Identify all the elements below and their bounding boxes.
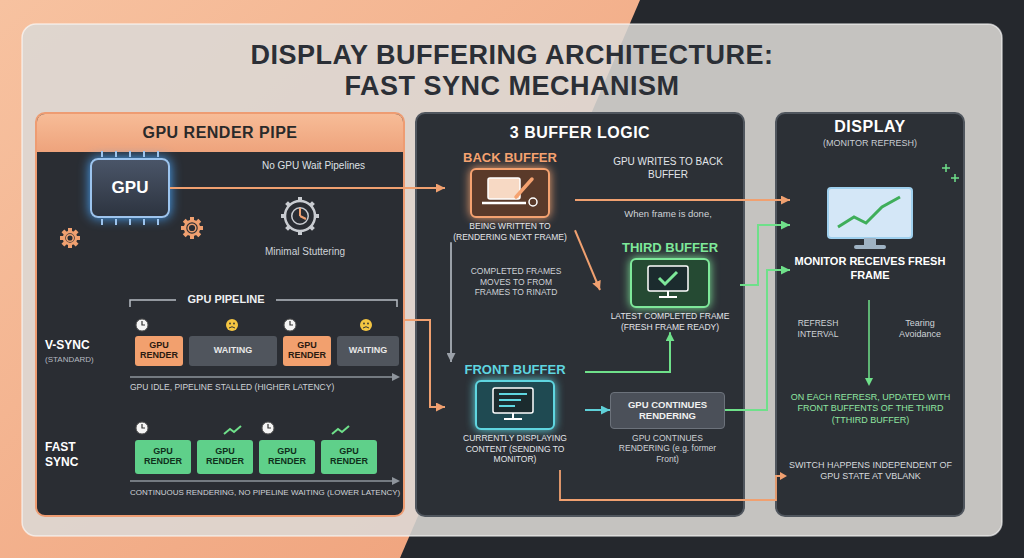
render-block: GPU RENDER bbox=[283, 336, 331, 366]
buffer-icon bbox=[477, 382, 549, 424]
waiting-block: WAITING bbox=[337, 336, 399, 366]
node-label: WAITING bbox=[214, 346, 253, 356]
waiting-block: WAITING bbox=[189, 336, 277, 366]
render-block: GPU RENDER bbox=[321, 440, 377, 474]
annotation-label: V-SYNC bbox=[45, 338, 125, 353]
process-box: GPU CONTINUES RENDERING GPU CONTINUES REN… bbox=[610, 392, 725, 465]
monitor-icon bbox=[820, 185, 920, 251]
annotation-label: GPU PIPELINE bbox=[180, 293, 272, 307]
node-heading: BACK BUFFER bbox=[452, 150, 568, 165]
annotation-label: (STANDARD) bbox=[45, 355, 125, 365]
node-label: GPU RENDER PIPE bbox=[142, 124, 297, 142]
node-label: GPU RENDER bbox=[323, 447, 375, 467]
annotation-label: GPU IDLE, PIPELINE STALLED (HIGHER LATEN… bbox=[130, 382, 402, 393]
annotation-label: When frame is done, bbox=[598, 208, 738, 220]
node-heading: DISPLAY bbox=[834, 118, 905, 136]
render-block: GPU RENDER bbox=[135, 336, 183, 366]
flow-arrow bbox=[585, 409, 610, 411]
node-label: GPU RENDER bbox=[261, 447, 313, 467]
flow-arrow bbox=[725, 270, 790, 410]
gear-icon bbox=[60, 228, 80, 248]
buffer-frame bbox=[630, 258, 710, 308]
flow-arrow bbox=[575, 230, 600, 290]
annotation-label: REFRESH INTERVAL bbox=[786, 318, 850, 339]
annotation-label: Tearing Avoidance bbox=[884, 318, 956, 341]
front-buffer: FRONT BUFFER CURRENTLY DISPLAYING CONTENT… bbox=[445, 362, 585, 465]
flow-arrow bbox=[575, 199, 790, 201]
annotation-label: ON EACH REFRESR, UPDATED WITH FRONT BUFF… bbox=[783, 392, 958, 426]
display-panel: DISPLAY (MONITOR REFRESH) MONITOR RECEIVES… bbox=[775, 112, 965, 517]
node-label: MONITOR RECEIVES FRESH FRAME bbox=[790, 255, 950, 283]
diagram-title: DISPLAY BUFFERING ARCHITECTURE: FAST SYN… bbox=[232, 40, 792, 102]
node-body: LATEST COMPLETED FRAME (FRESH FRAME READ… bbox=[607, 311, 733, 332]
node-label: GPU bbox=[112, 178, 149, 198]
buffer-icon bbox=[820, 185, 920, 251]
node-label: WAITING bbox=[349, 346, 388, 356]
node-body: (MONITOR REFRESH) bbox=[823, 138, 917, 148]
third-buffer: THIRD BUFFER LATEST COMPLETED FRAME (FRES… bbox=[600, 240, 740, 332]
render-block: GPU RENDER bbox=[197, 440, 253, 474]
render-block: GPU RENDER bbox=[135, 440, 191, 474]
gear-icon bbox=[181, 217, 203, 239]
node-label: GPU RENDER bbox=[137, 341, 181, 361]
annotation-label: CONTINUOUS RENDERING, NO PIPELINE WAITIN… bbox=[130, 488, 402, 498]
node-label: 3 BUFFER LOGIC bbox=[510, 124, 650, 142]
buffer-icon bbox=[632, 260, 704, 302]
annotation-label: FAST SYNC bbox=[45, 440, 95, 470]
flow-arrow bbox=[740, 225, 790, 285]
buffer-panel: 3 BUFFER LOGIC BACK BUFFER BEING WRITTEN T… bbox=[415, 112, 745, 517]
annotation-label: No GPU Wait Pipelines bbox=[262, 160, 397, 173]
pipeline-panel: GPU RENDER PIPE GPU GPU RENDER WAITING GPU R… bbox=[35, 112, 405, 517]
decorations bbox=[60, 151, 959, 500]
buffer-icon bbox=[472, 170, 544, 212]
outer-frame bbox=[22, 24, 1002, 536]
gpu-chip: GPU bbox=[90, 158, 170, 218]
gear-icon bbox=[281, 197, 319, 235]
node-heading: FRONT BUFFER bbox=[452, 362, 578, 377]
node-label: GPU RENDER bbox=[199, 447, 251, 467]
annotation-label: Minimal Stuttering bbox=[265, 246, 385, 259]
annotation-label: COMPLETED FRAMES MOVES TO FROM FRAMES TO… bbox=[462, 266, 570, 298]
buffer-frame bbox=[470, 168, 550, 218]
flow-arrow bbox=[405, 320, 445, 407]
flow-arrow bbox=[585, 332, 670, 372]
monitor-node: MONITOR RECEIVES FRESH FRAME bbox=[790, 185, 950, 283]
annotation-label: SWITCH HAPPENS INDEPENDENT OF GPU STATE … bbox=[788, 460, 953, 483]
node-heading: THIRD BUFFER bbox=[607, 240, 733, 255]
node-body: GPU CONTINUES RENDERING (e.g. former Fro… bbox=[610, 433, 725, 465]
flow-arrow bbox=[170, 187, 445, 189]
buffer-frame bbox=[475, 380, 555, 430]
flow-arrow bbox=[450, 242, 452, 362]
node-label: GPU RENDER bbox=[285, 341, 329, 361]
back-buffer: BACK BUFFER BEING WRITTEN TO (RENDERING N… bbox=[445, 150, 575, 242]
annotation-label: GPU WRITES TO BACK BUFFER bbox=[598, 156, 738, 181]
node-body: BEING WRITTEN TO (RENDERING NEXT FRAME) bbox=[452, 221, 568, 242]
node-body: CURRENTLY DISPLAYING CONTENT (SENDING TO… bbox=[452, 433, 578, 465]
node-heading: GPU CONTINUES RENDERING bbox=[610, 392, 725, 429]
render-block: GPU RENDER bbox=[259, 440, 315, 474]
node-label: GPU RENDER bbox=[137, 447, 189, 467]
